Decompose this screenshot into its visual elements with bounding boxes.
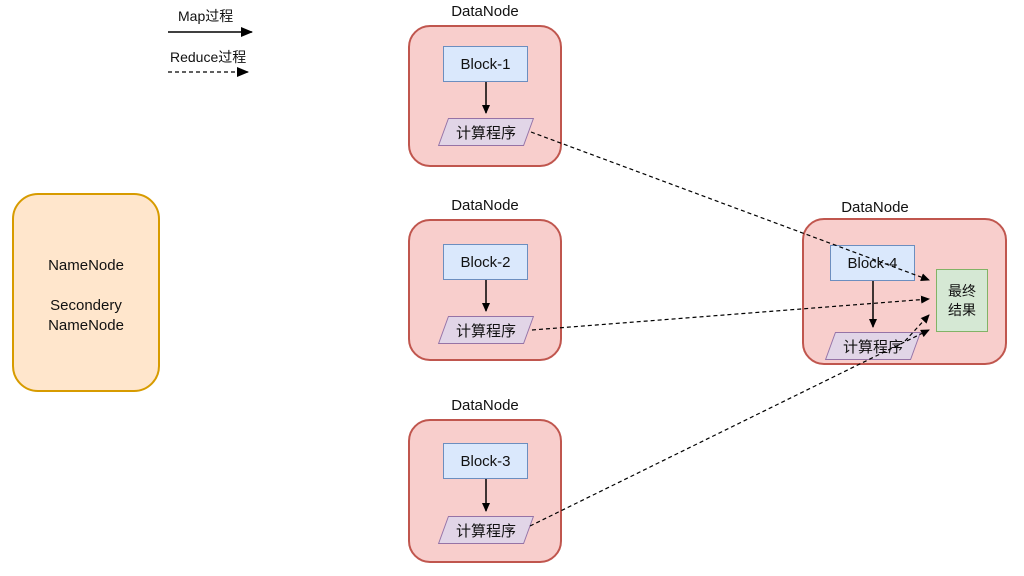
block-2-rect: Block-2 — [443, 244, 528, 280]
block-4-rect: Block-4 — [830, 245, 915, 281]
datanode-4-title: DataNode — [841, 199, 909, 216]
program-1-label: 计算程序 — [455, 124, 516, 142]
program-2-shape: 计算程序 — [437, 316, 535, 344]
program-3-label: 计算程序 — [455, 522, 516, 540]
namenode-label: NameNode — [48, 257, 124, 274]
namenode-box: NameNode Secondery NameNode — [12, 193, 160, 392]
program-2-label: 计算程序 — [455, 322, 516, 340]
final-result-line1: 最终 — [948, 282, 976, 299]
block-3-rect: Block-3 — [443, 443, 528, 479]
legend-reduce-label: Reduce过程 — [170, 49, 247, 65]
block-1-rect: Block-1 — [443, 46, 528, 82]
final-result-line2: 结果 — [948, 301, 976, 318]
datanode-3-title: DataNode — [451, 397, 519, 414]
datanode-2-title: DataNode — [451, 197, 519, 214]
final-result-box: 最终 结果 — [936, 269, 988, 332]
program-1-shape: 计算程序 — [437, 118, 535, 146]
program-4-label: 计算程序 — [842, 338, 903, 356]
secondary-namenode-label-line2: NameNode — [48, 317, 124, 334]
secondary-namenode-label-line1: Secondery — [50, 297, 122, 314]
program-3-shape: 计算程序 — [437, 516, 535, 544]
legend-map-label: Map过程 — [178, 8, 234, 24]
program-4-shape: 计算程序 — [824, 332, 922, 360]
datanode-1-title: DataNode — [451, 3, 519, 20]
